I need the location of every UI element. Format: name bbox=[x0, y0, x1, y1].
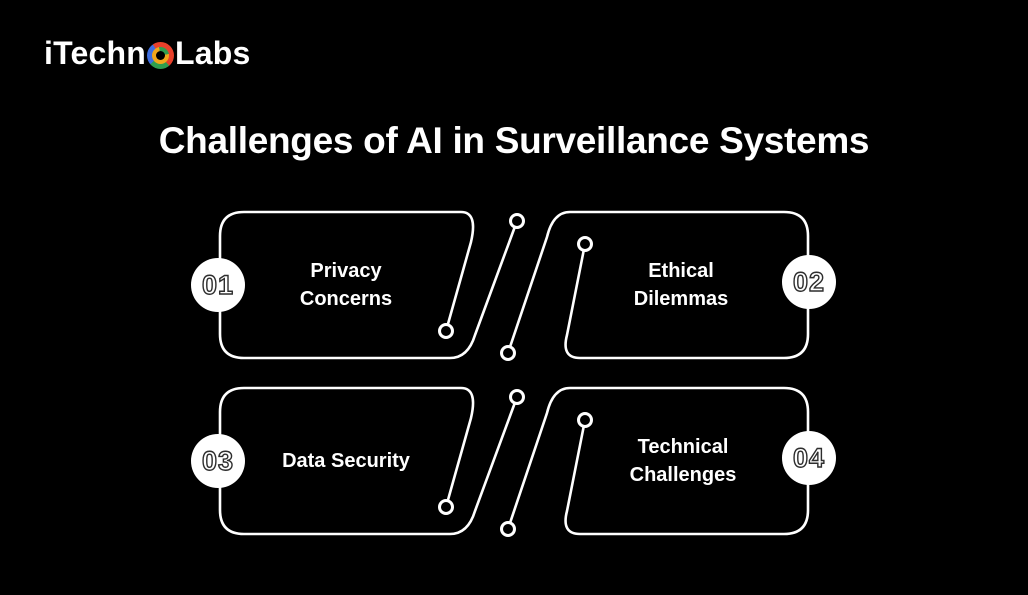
connector-node bbox=[509, 213, 525, 229]
connector-node bbox=[577, 236, 593, 252]
connector-node bbox=[577, 412, 593, 428]
connector-node bbox=[500, 521, 516, 537]
itechnolabs-logo: iTechn Labs bbox=[44, 33, 250, 73]
logo-text-prefix: iTechn bbox=[44, 34, 146, 71]
card-title-privacy-concerns: Privacy Concerns bbox=[299, 260, 393, 310]
connector-node bbox=[438, 499, 454, 515]
badge-03: 03 bbox=[191, 434, 245, 488]
badge-01: 01 bbox=[191, 258, 245, 312]
connector-node bbox=[509, 389, 525, 405]
logo-o-icon bbox=[146, 41, 174, 69]
page-title: Challenges of AI in Surveillance Systems bbox=[158, 120, 870, 161]
connector-node bbox=[438, 323, 454, 339]
connector-node bbox=[500, 345, 516, 361]
logo-text-suffix: Labs bbox=[174, 34, 251, 71]
card-title-data-security: Data Security bbox=[282, 450, 410, 472]
card-title-technical-challenges: Technical Challenges bbox=[629, 436, 737, 486]
card-title-ethical-dilemmas: Ethical Dilemmas bbox=[633, 260, 729, 310]
badge-02: 02 bbox=[782, 255, 836, 309]
badge-04: 04 bbox=[782, 431, 836, 485]
